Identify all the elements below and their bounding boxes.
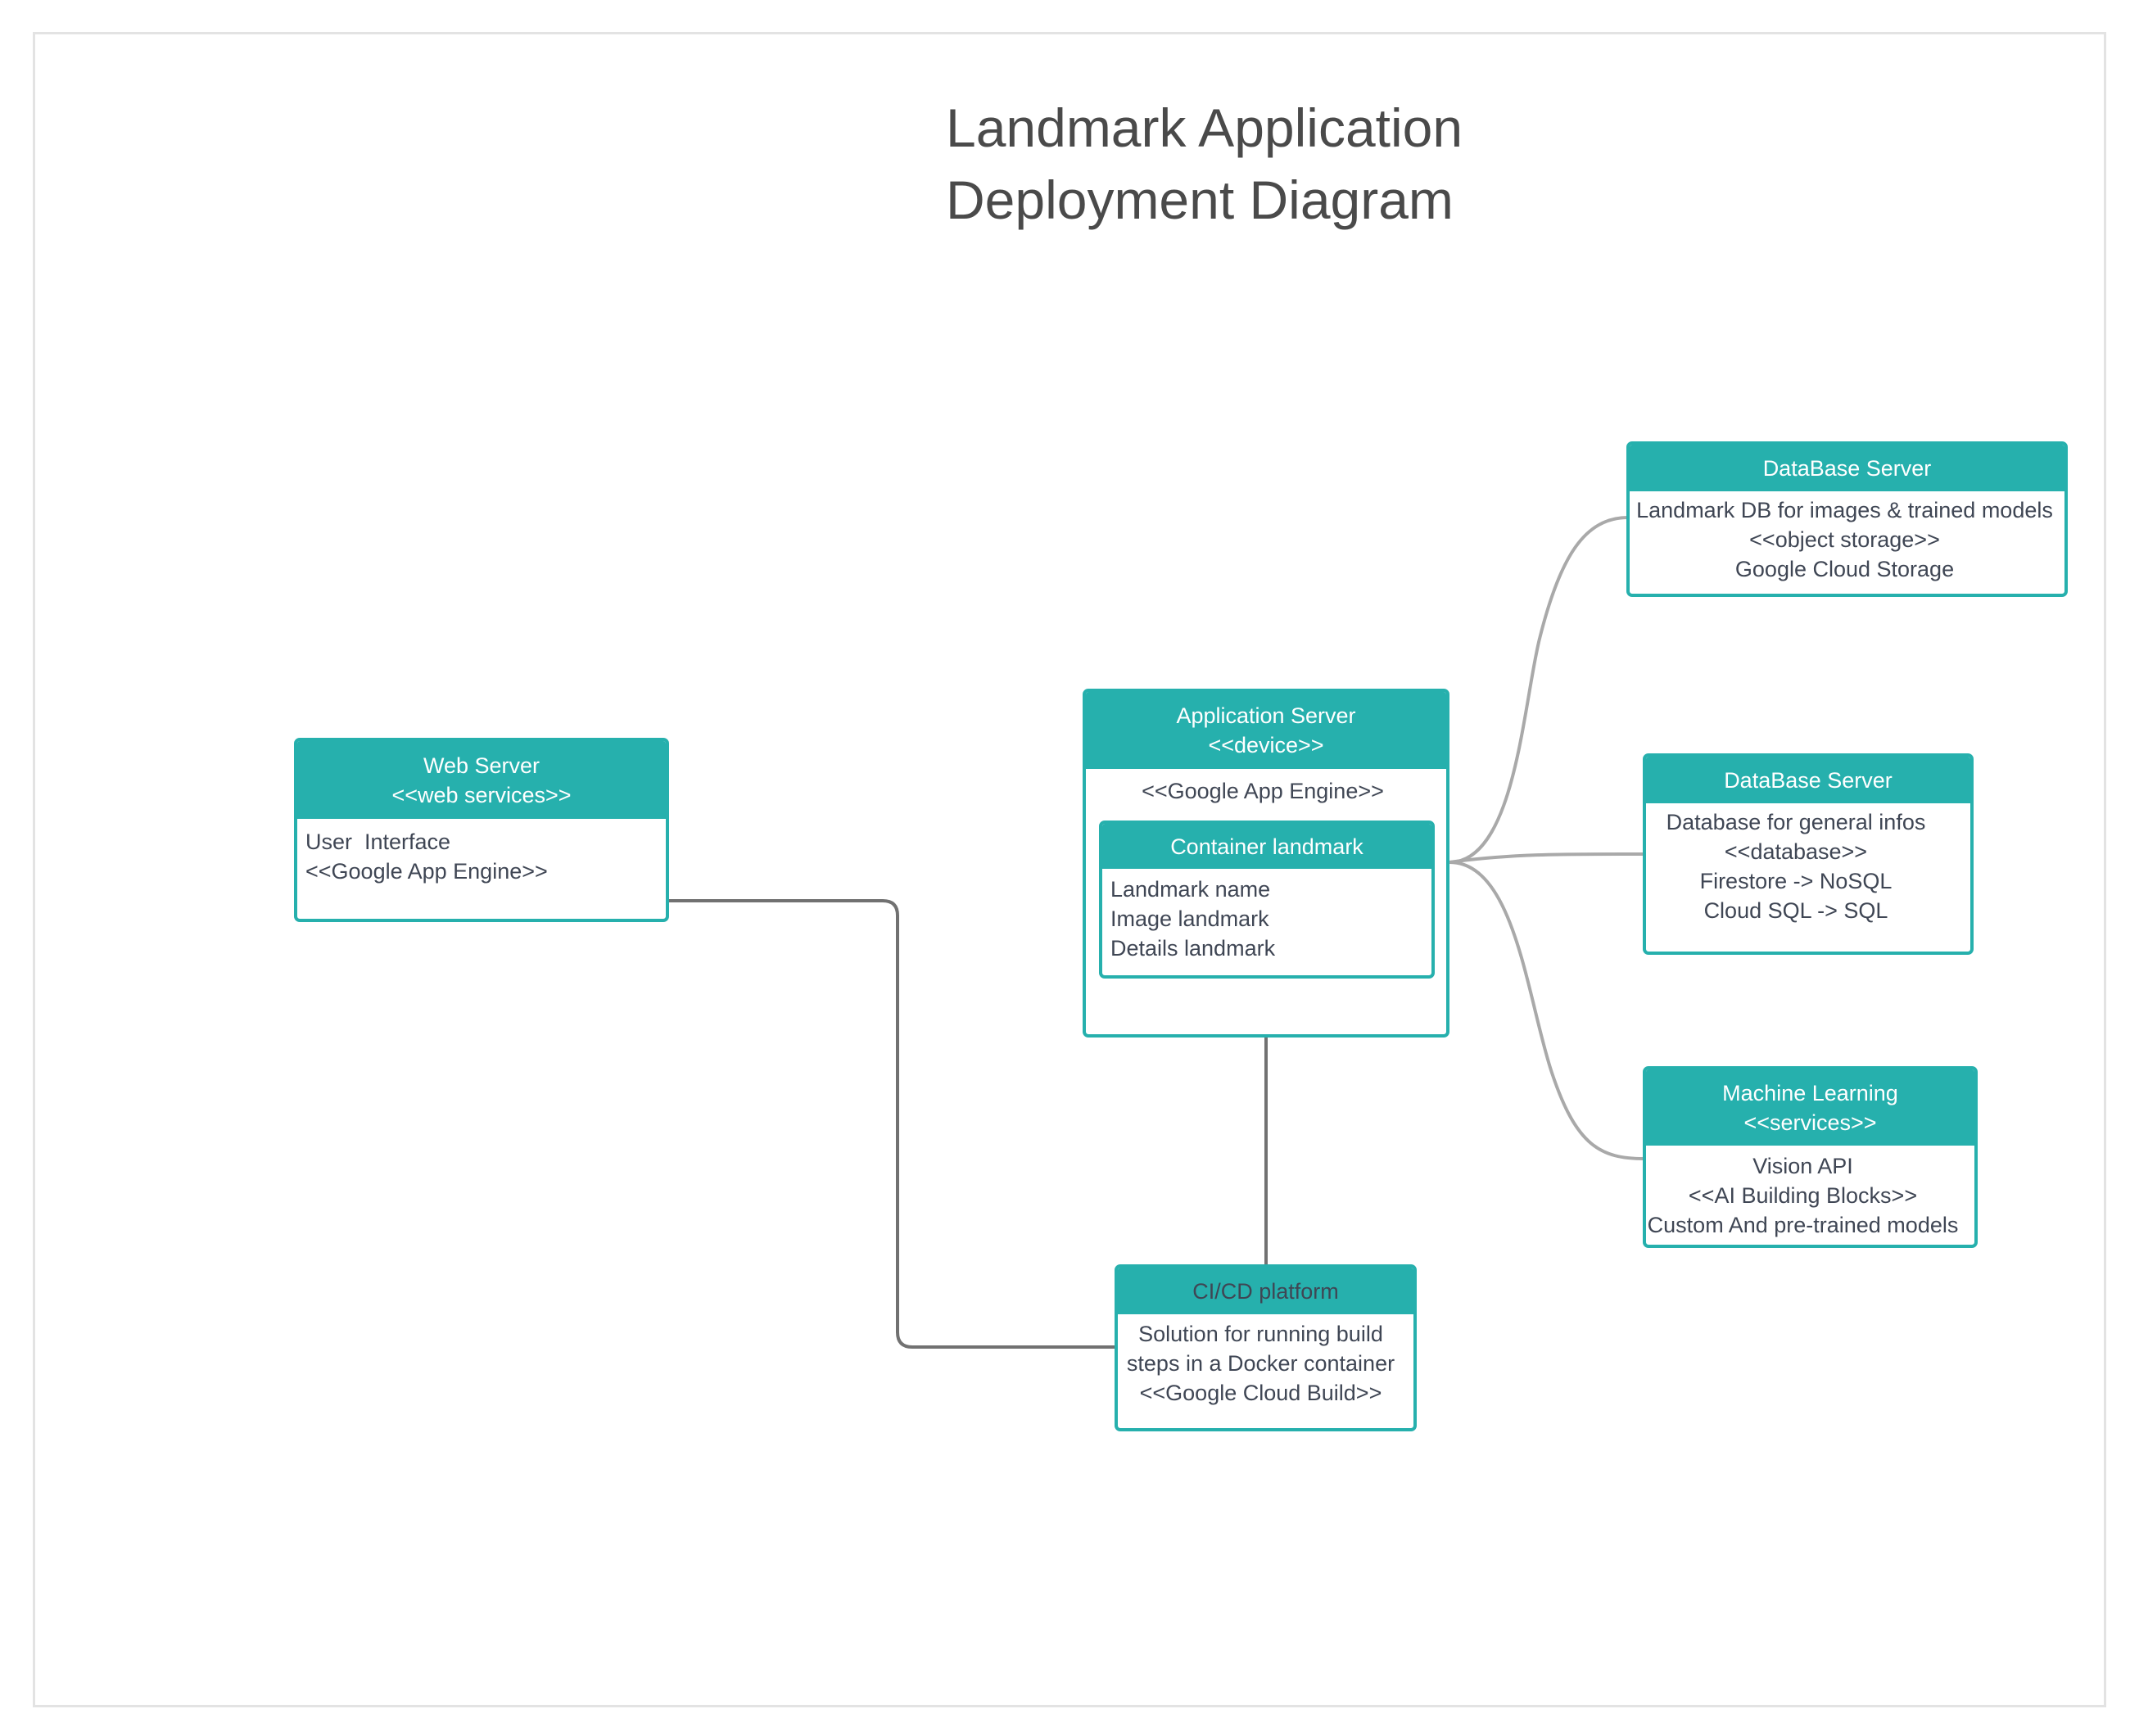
container-body: Landmark name Image landmark Details lan…	[1102, 869, 1431, 963]
node-body-line: Cloud SQL -> SQL	[1703, 898, 1888, 923]
node-body: User Interface <<Google App Engine>>	[297, 819, 666, 886]
node-body: Landmark DB for images & trained models …	[1630, 491, 2064, 584]
node-body-line: Vision API	[1752, 1154, 1853, 1178]
node-header: DataBase Server	[1630, 445, 2064, 491]
node-stereotype: <<device>>	[1208, 733, 1324, 757]
container-header: Container landmark	[1102, 824, 1431, 869]
node-header: Web Server <<web services>>	[297, 741, 666, 819]
node-title: Web Server	[423, 753, 540, 778]
connector-appserver-db-storage	[1449, 516, 1629, 864]
node-header: Machine Learning <<services>>	[1646, 1069, 1974, 1146]
node-body-line: <<Google App Engine>>	[1142, 779, 1384, 803]
machine-learning-node: Machine Learning <<services>> Vision API…	[1643, 1066, 1978, 1248]
diagram-frame	[33, 32, 2106, 1707]
node-title: CI/CD platform	[1192, 1278, 1339, 1304]
node-body-line: Firestore -> NoSQL	[1699, 869, 1893, 893]
node-title: Application Server	[1176, 703, 1356, 728]
node-body-line: <<Google App Engine>>	[305, 859, 548, 884]
database-server-general-node: DataBase Server Database for general inf…	[1643, 753, 1974, 955]
connector-appserver-ml	[1449, 861, 1645, 1160]
container-body-line: Image landmark	[1110, 906, 1269, 931]
node-header: CI/CD platform	[1118, 1268, 1413, 1314]
container-body-line: Landmark name	[1110, 877, 1271, 902]
node-body: <<Google App Engine>>	[1086, 769, 1446, 806]
node-body: Vision API <<AI Building Blocks>> Custom…	[1646, 1146, 1974, 1240]
node-header: DataBase Server	[1646, 757, 1970, 803]
node-body-line: <<Google Cloud Build>>	[1139, 1381, 1382, 1405]
container-title: Container landmark	[1170, 834, 1363, 859]
database-server-storage-node: DataBase Server Landmark DB for images &…	[1626, 441, 2068, 597]
title-line-2: Deployment Diagram	[946, 170, 1454, 230]
diagram-title: Landmark Application Deployment Diagram	[946, 92, 1463, 236]
node-body: Solution for running build steps in a Do…	[1118, 1314, 1413, 1408]
node-stereotype: <<web services>>	[391, 782, 572, 807]
node-title: Machine Learning	[1722, 1080, 1898, 1105]
node-body-line: Database for general infos	[1666, 810, 1926, 834]
title-line-1: Landmark Application	[946, 97, 1463, 158]
web-server-node: Web Server <<web services>> User Interfa…	[294, 738, 669, 922]
connector-appserver-db-general	[1449, 852, 1645, 864]
node-body-line: Custom And pre-trained models	[1647, 1213, 1959, 1237]
node-body-line: <<database>>	[1724, 839, 1868, 864]
node-body-line: <<AI Building Blocks>>	[1688, 1183, 1918, 1208]
application-server-node: Application Server <<device>> <<Google A…	[1083, 689, 1449, 1038]
node-body-line: Landmark DB for images & trained models	[1636, 498, 2053, 522]
node-body-line: Solution for running build	[1138, 1322, 1383, 1346]
container-landmark-node: Container landmark Landmark name Image l…	[1099, 821, 1435, 979]
node-title: DataBase Server	[1724, 767, 1893, 793]
node-stereotype: <<services>>	[1743, 1110, 1877, 1135]
connector-webserver-cicd	[668, 899, 1117, 1349]
container-body-line: Details landmark	[1110, 936, 1276, 961]
node-header: Application Server <<device>>	[1086, 692, 1446, 769]
node-title: DataBase Server	[1762, 455, 1932, 481]
node-body-line: User Interface	[305, 830, 451, 854]
node-body-line: <<object storage>>	[1749, 527, 1940, 552]
node-body: Database for general infos <<database>> …	[1646, 803, 1970, 925]
cicd-platform-node: CI/CD platform Solution for running buil…	[1115, 1264, 1417, 1431]
node-body-line: steps in a Docker container	[1126, 1351, 1395, 1376]
node-body-line: Google Cloud Storage	[1734, 557, 1955, 581]
